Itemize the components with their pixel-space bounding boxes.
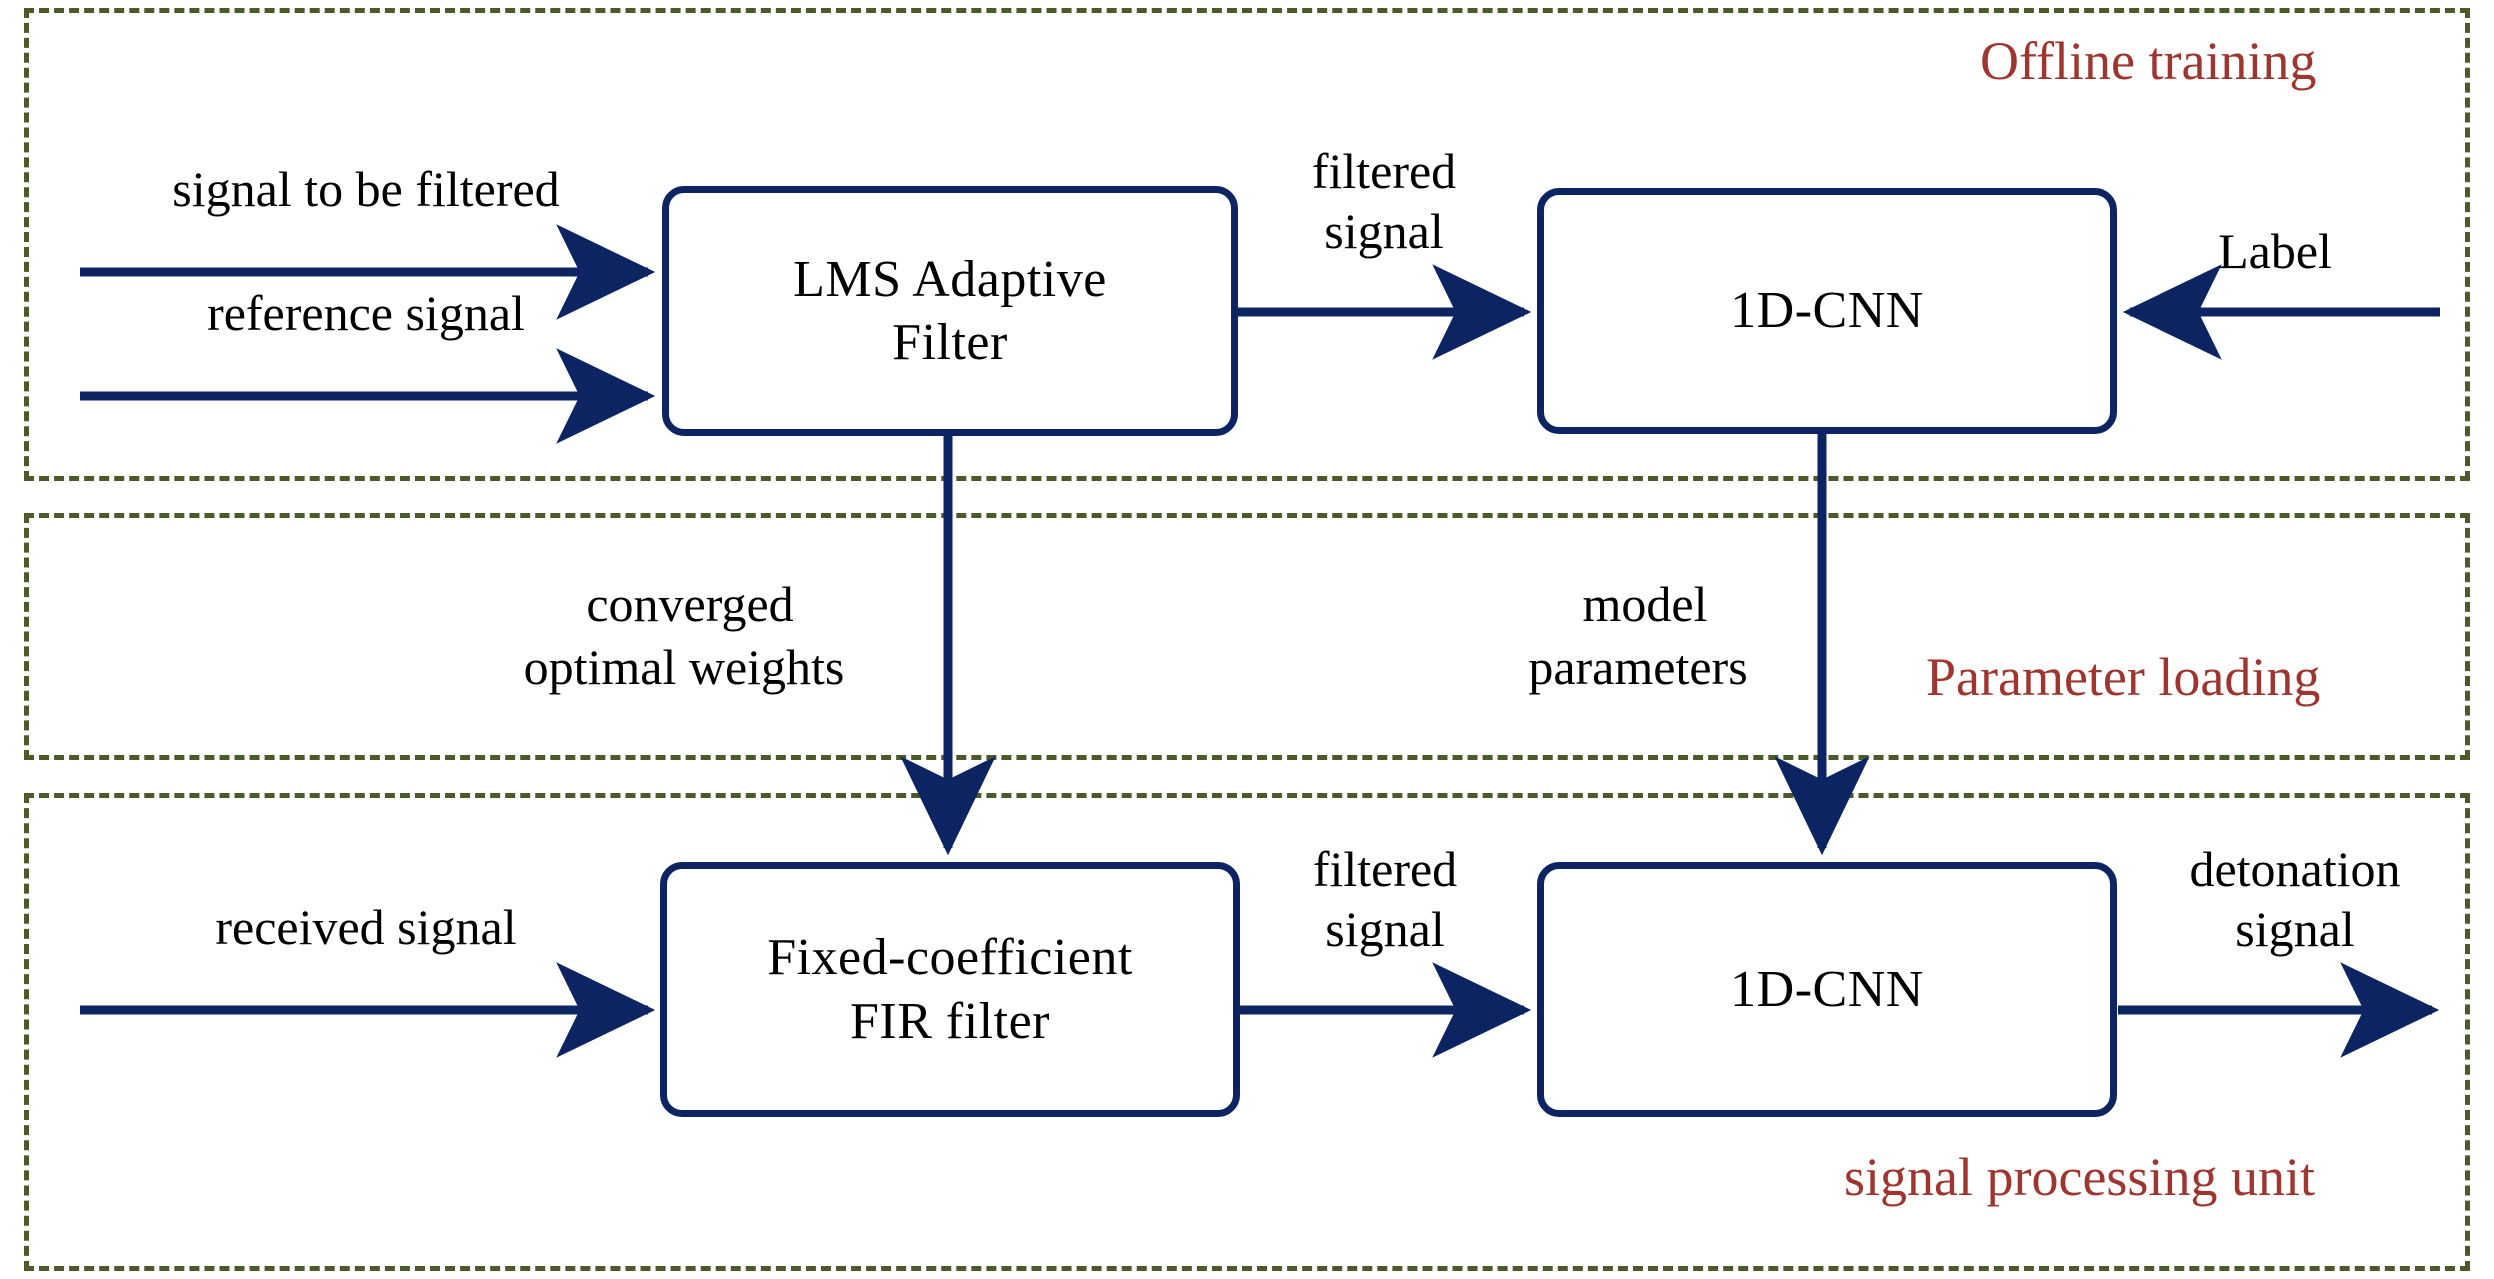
group-parameter-loading — [24, 513, 2470, 760]
label-converged-weights-line2: optimal weights — [523, 639, 845, 695]
label-converged-weights-line1: converged — [586, 576, 794, 632]
label-filtered-signal-bottom-line2: signal — [1325, 901, 1445, 957]
group-label-signal-processing-unit: signal processing unit — [1844, 1147, 2315, 1207]
group-label-offline-training: Offline training — [1980, 31, 2317, 91]
label-detonation-signal-line1: detonation — [2189, 841, 2401, 897]
block-lms-line1: LMS Adaptive — [793, 250, 1107, 308]
block-cnn-infer-line1: 1D-CNN — [1730, 960, 1924, 1018]
label-reference-signal: reference signal — [207, 285, 525, 341]
label-signal-to-be-filtered: signal to be filtered — [172, 161, 560, 217]
label-model-parameters-line1: model — [1582, 576, 1708, 632]
group-label-parameter-loading: Parameter loading — [1926, 647, 2321, 707]
label-filtered-signal-bottom-line1: filtered — [1312, 841, 1458, 897]
label-label-input: Label — [2218, 223, 2332, 279]
block-lms-adaptive-filter[interactable]: LMS Adaptive Filter — [662, 186, 1238, 436]
block-cnn-train-line1: 1D-CNN — [1730, 282, 1924, 340]
block-fir-line1: Fixed-coefficient — [767, 929, 1133, 987]
block-cnn-infer[interactable]: 1D-CNN — [1537, 862, 2117, 1117]
block-lms-line2: Filter — [892, 314, 1008, 371]
block-cnn-train[interactable]: 1D-CNN — [1537, 188, 2117, 434]
label-filtered-signal-top-line1: filtered — [1311, 143, 1457, 199]
group-signal-processing-unit — [24, 793, 2470, 1271]
label-model-parameters-line2: parameters — [1528, 639, 1748, 695]
block-fir-line2: FIR filter — [850, 992, 1050, 1050]
label-filtered-signal-top-line2: signal — [1324, 203, 1444, 259]
block-fir-filter[interactable]: Fixed-coefficient FIR filter — [660, 862, 1240, 1117]
group-offline-training — [24, 8, 2470, 481]
label-detonation-signal-line2: signal — [2235, 901, 2355, 957]
label-received-signal: received signal — [215, 899, 517, 955]
